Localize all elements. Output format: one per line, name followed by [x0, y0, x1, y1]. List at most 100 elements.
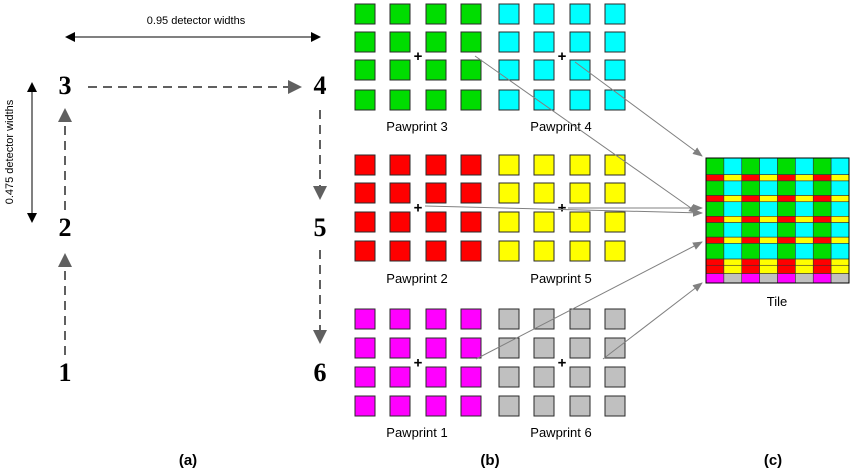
detector-square	[569, 182, 591, 204]
tile-cell	[741, 195, 760, 203]
tile-cell	[830, 264, 850, 274]
tile-cell	[795, 157, 814, 175]
detector-square	[460, 308, 482, 330]
panel-a: 0.95 detector widths 0.475 detector widt…	[4, 15, 327, 387]
tile-cell	[723, 222, 743, 238]
tile-cell	[705, 222, 725, 238]
detector-square	[604, 308, 626, 330]
tile-cell	[723, 264, 743, 274]
detector-square	[460, 3, 482, 25]
tile-cell	[705, 216, 725, 223]
pawprint-2-label: Pawprint 2	[386, 271, 447, 286]
detector-square	[569, 89, 591, 111]
tile-cell	[830, 201, 850, 217]
pawprint-grids: ++++++	[354, 3, 626, 417]
tile-cell	[705, 236, 725, 244]
tile-cell	[777, 216, 796, 223]
detector-square	[569, 337, 591, 359]
detector-square	[533, 182, 555, 204]
tile-cell	[741, 264, 760, 274]
tile-cell	[812, 258, 832, 266]
detector-square	[533, 395, 555, 417]
tile-cell	[705, 157, 725, 175]
tile-cell	[759, 236, 778, 244]
detector-square	[354, 366, 376, 388]
detector-square	[533, 211, 555, 233]
tile-cell	[705, 174, 725, 182]
detector-square	[425, 89, 447, 111]
tile-cell	[812, 201, 832, 217]
detector-square	[460, 395, 482, 417]
tile-cell	[795, 201, 814, 217]
pawprint-1-grid: +	[354, 308, 482, 417]
detector-square	[460, 59, 482, 81]
tile-cell	[777, 222, 796, 238]
detector-square	[604, 395, 626, 417]
tile-cell	[723, 157, 743, 175]
pawprint-center-marker: +	[558, 200, 567, 217]
detector-square	[389, 395, 411, 417]
detector-square	[604, 366, 626, 388]
tile-cell	[741, 201, 760, 217]
tile-cell	[795, 243, 814, 260]
pointer-arrow-pawprint-3	[474, 55, 699, 214]
tile-cell	[741, 258, 760, 266]
pawprint-4-grid: +	[498, 3, 626, 111]
detector-square	[533, 308, 555, 330]
detector-square	[569, 154, 591, 176]
tile-cell	[795, 273, 814, 284]
tile-cell	[812, 264, 832, 274]
tile-cell	[795, 236, 814, 244]
detector-square	[498, 182, 520, 204]
detector-square	[533, 337, 555, 359]
detector-square	[533, 89, 555, 111]
pointer-arrow-pawprint-2	[424, 205, 703, 217]
detector-square	[425, 154, 447, 176]
pawprint-center-marker: +	[558, 355, 567, 372]
tile-cell	[759, 157, 778, 175]
detector-square	[460, 154, 482, 176]
detector-square	[389, 240, 411, 262]
detector-square	[604, 211, 626, 233]
tile-cell	[759, 174, 778, 182]
tile-cell	[795, 222, 814, 238]
tile-cell	[741, 243, 760, 260]
tile-cell	[741, 273, 760, 284]
position-2: 2	[59, 213, 72, 242]
detector-square	[498, 59, 520, 81]
tile-cell	[812, 174, 832, 182]
detector-square	[569, 308, 591, 330]
pointer-arrow-pawprint-1	[475, 241, 703, 360]
tile-cell	[830, 195, 850, 203]
position-6: 6	[314, 358, 327, 387]
pawprint-labels: Pawprint 3 Pawprint 4 Pawprint 2 Pawprin…	[386, 119, 591, 440]
detector-square	[533, 366, 555, 388]
tile-cell	[741, 157, 760, 175]
detector-square	[604, 31, 626, 53]
pawprint-1-label: Pawprint 1	[386, 425, 447, 440]
detector-square	[389, 308, 411, 330]
tile-cell	[723, 273, 743, 284]
tile-cell	[705, 201, 725, 217]
tile-cell	[705, 195, 725, 203]
detector-square	[389, 366, 411, 388]
detector-square	[389, 211, 411, 233]
tile-cell	[759, 222, 778, 238]
tile-cell	[777, 258, 796, 266]
detector-square	[569, 240, 591, 262]
detector-square	[569, 3, 591, 25]
panel-c-label: (c)	[764, 452, 782, 469]
detector-square	[604, 182, 626, 204]
detector-square	[425, 211, 447, 233]
panel-b-label: (b)	[480, 452, 499, 469]
horizontal-dimension-label: 0.95 detector widths	[147, 15, 246, 27]
tile-cell	[723, 258, 743, 266]
detector-square	[425, 337, 447, 359]
tile-cell	[723, 236, 743, 244]
detector-square	[604, 89, 626, 111]
tile-label: Tile	[767, 294, 787, 309]
panel-a-label: (a)	[179, 452, 197, 469]
tile-cell	[741, 174, 760, 182]
pointer-arrow-pawprint-6	[602, 282, 703, 360]
